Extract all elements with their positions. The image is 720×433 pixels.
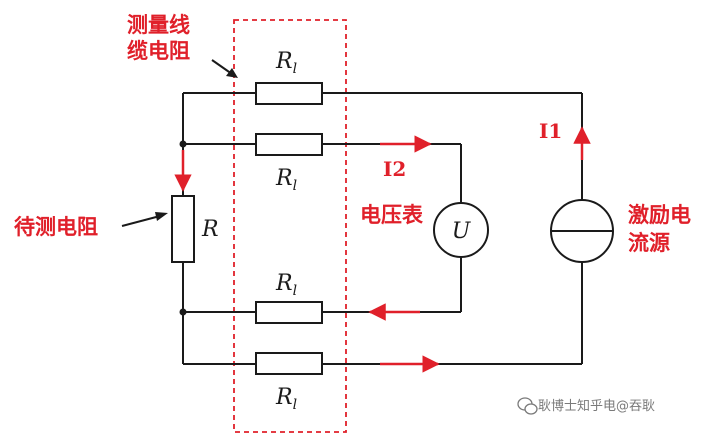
voltmeter-label: 电压表 — [360, 203, 424, 227]
pointer-dut-label — [121, 215, 161, 227]
lead-resistor-4 — [255, 352, 323, 375]
pointer-dut-label-head — [155, 212, 168, 221]
lead-resistor-1 — [255, 82, 323, 105]
source-label-line1: 激励电 — [628, 203, 691, 227]
current-i1-label: I1 — [539, 119, 562, 143]
lead-resistor-2 — [255, 133, 323, 156]
dut-resistor — [171, 195, 195, 263]
lead-resistance-label-line2: 缆电阻 — [127, 39, 190, 63]
lead-resistance-label-line1: 测量线 — [127, 13, 190, 37]
voltmeter-circle — [433, 202, 489, 258]
lead-resistor-4-label: Rl — [275, 385, 297, 413]
dut-resistor-label: R — [201, 217, 219, 242]
lead-resistor-3-label: Rl — [275, 271, 297, 299]
lead-resistor-3 — [255, 301, 323, 324]
dut-label: 待测电阻 — [14, 215, 98, 239]
voltmeter-symbol: U — [452, 219, 472, 244]
pointer-lead-label — [211, 59, 233, 75]
lead-resistance-box — [233, 19, 347, 433]
pointer-lead-label-head — [226, 68, 238, 78]
wechat-icon — [517, 397, 538, 415]
lead-resistor-1-label: Rl — [275, 49, 297, 77]
watermark-text: 耿博士知乎电@吞耿 — [538, 398, 655, 414]
current-i2-label: I2 — [383, 157, 406, 181]
lead-resistor-2-label: Rl — [275, 166, 297, 194]
source-label-line2: 流源 — [628, 231, 670, 255]
